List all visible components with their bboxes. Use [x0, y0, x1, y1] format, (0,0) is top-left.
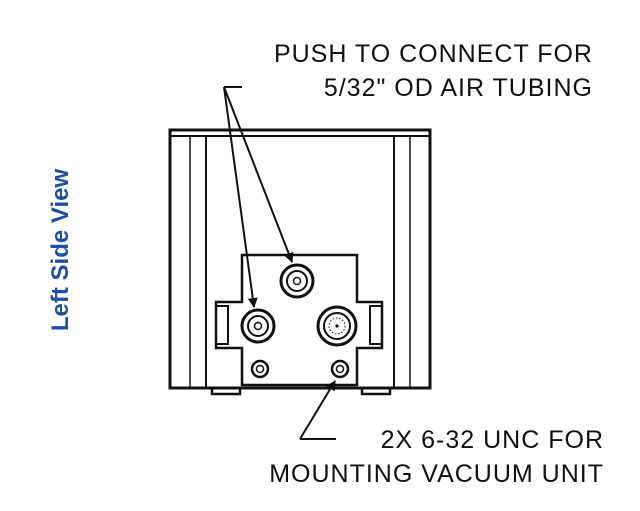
mounting-hole-left: [250, 359, 270, 379]
callout-top-line1: PUSH TO CONNECT FOR: [274, 40, 593, 68]
callout-bottom-line2: MOUNTING VACUUM UNIT: [269, 460, 604, 488]
leader-arrow-lower-fitting: [223, 86, 258, 308]
leader-bottom: [299, 380, 336, 440]
side-tab-left: [215, 305, 229, 345]
fitting-upper: [279, 263, 315, 299]
callout-top-line2: 5/32" OD AIR TUBING: [324, 74, 593, 102]
housing-foot-right: [360, 388, 392, 396]
side-tab-right: [369, 305, 383, 345]
vacuum-unit-outline: [214, 253, 384, 387]
electrical-connector: [316, 305, 358, 347]
leader-top: [223, 86, 294, 308]
housing-foot-left: [210, 388, 242, 396]
mounting-hole-right: [330, 359, 350, 379]
vacuum-unit: [214, 253, 384, 387]
callout-bottom-line1: 2X 6-32 UNC FOR: [381, 426, 604, 454]
leader-arrow-upper-fitting: [223, 86, 294, 263]
leader-arrow-mounting-hole: [299, 380, 336, 440]
view-label: Left Side View: [47, 169, 74, 332]
fitting-lower: [240, 308, 276, 344]
